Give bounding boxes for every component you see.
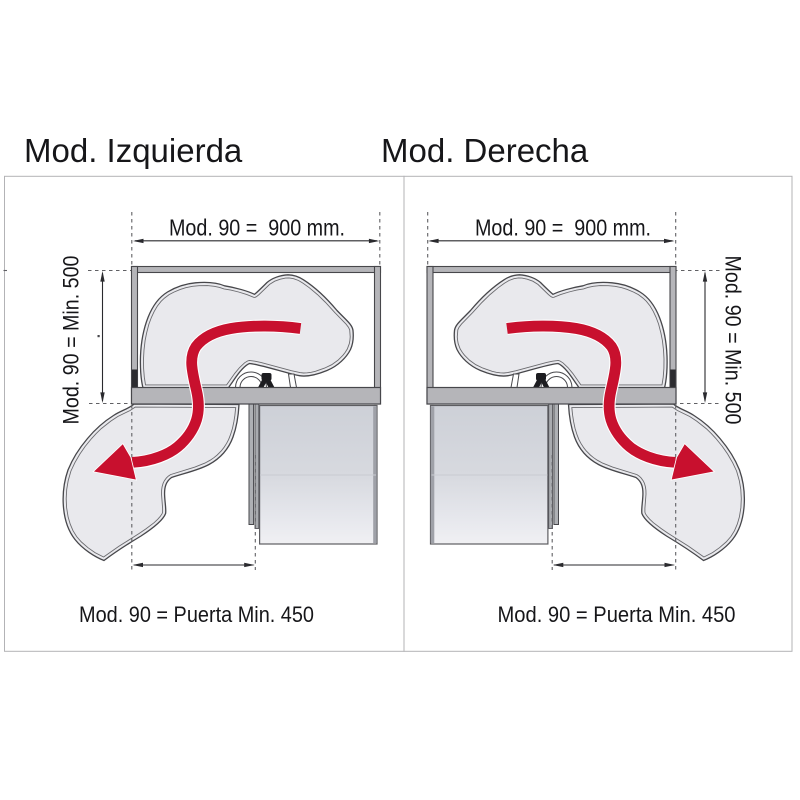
svg-text:Mod. 90 = Puerta Min. 450: Mod. 90 = Puerta Min. 450	[498, 602, 736, 627]
svg-text:Mod. 90 = Min. 500: Mod. 90 = Min. 500	[59, 256, 84, 425]
svg-text:Mod. 90 = 900 mm.: Mod. 90 = 900 mm.	[475, 215, 651, 241]
svg-text:Mod. 90 = 900 mm.: Mod. 90 = 900 mm.	[169, 215, 345, 241]
svg-text:Mod. 90 = Puerta Min. 450: Mod. 90 = Puerta Min. 450	[79, 602, 314, 627]
svg-text:Mod. Derecha: Mod. Derecha	[381, 132, 589, 169]
svg-text:Mod. Izquierda: Mod. Izquierda	[24, 132, 243, 169]
svg-text:Mod. 90 = Min. 500: Mod. 90 = Min. 500	[721, 256, 746, 425]
